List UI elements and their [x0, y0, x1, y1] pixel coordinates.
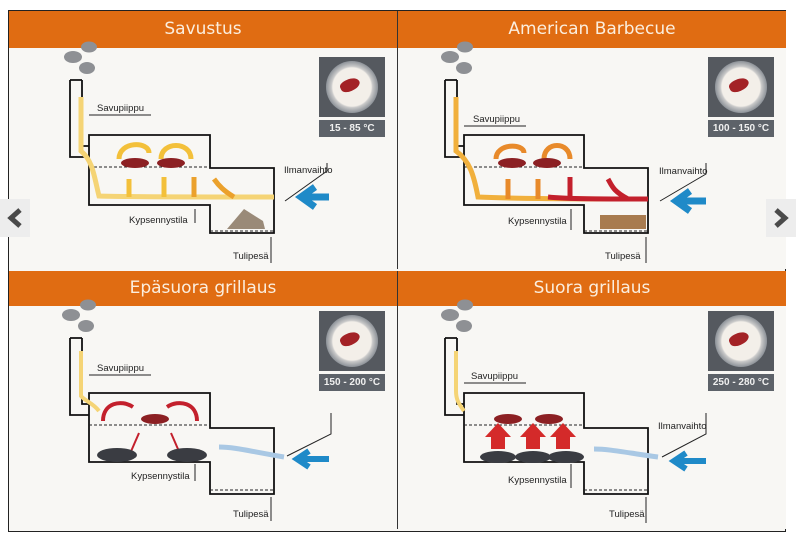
smoker-diagram: Savupiippu Kypsennystila Tulipesä Ilmanv… [64, 41, 333, 263]
label-chimney: Savupiippu [471, 371, 518, 382]
label-chimney: Savupiippu [97, 103, 144, 114]
panel-savustus: Savustus Savupiippu Kypsennystila Tulipe… [9, 11, 398, 269]
thermometer-gauge-icon [708, 57, 774, 117]
thermometer-gauge-icon [319, 57, 385, 117]
thermometer-gauge-icon [708, 311, 774, 371]
smoke-clouds-icon [441, 299, 473, 332]
temperature-range: 250 - 280 °C [708, 374, 774, 391]
thermometer: 100 - 150 °C [708, 57, 774, 137]
thermometer: 250 - 280 °C [708, 311, 774, 391]
wood-chips-icon [227, 209, 265, 229]
heat-flow-arrows [453, 97, 649, 202]
temperature-range: 150 - 200 °C [319, 374, 385, 391]
airflow-arrow-icon [669, 188, 706, 214]
label-firebox: Tulipesä [605, 251, 641, 262]
meat-icon [494, 414, 563, 424]
panel-epasuora-grillaus: Epäsuora grillaus Savupiippu Kypsennysti… [9, 271, 398, 529]
heat-flow-arrows [79, 351, 199, 457]
panel-title: Epäsuora grillaus [9, 271, 397, 306]
airflow-arrow-icon [294, 184, 329, 210]
chevron-left-icon [7, 208, 22, 228]
label-cooking-chamber: Kypsennystila [131, 471, 190, 482]
smoker-modes-grid: Savustus Savupiippu Kypsennystila Tulipe… [8, 10, 786, 532]
label-cooking-chamber: Kypsennystila [508, 475, 567, 486]
panel-title: Savustus [9, 11, 397, 48]
panel-suora-grillaus: Suora grillaus Savupiippu Kypsennystila [398, 271, 786, 529]
smoke-clouds-icon [62, 299, 96, 332]
smoker-diagram: Savupiippu Kypsennystila Tulipesä [62, 299, 332, 521]
airflow-arrow-icon [668, 450, 706, 472]
label-vent: Ilmanvaihto [658, 421, 707, 432]
label-vent: Ilmanvaihto [659, 166, 708, 177]
next-button[interactable] [766, 199, 796, 237]
label-firebox: Tulipesä [609, 509, 645, 520]
thermometer: 15 - 85 °C [319, 57, 385, 137]
thermometer: 150 - 200 °C [319, 311, 385, 391]
panel-american-barbecue: American Barbecue Savupiippu Kypsennysti… [398, 11, 786, 269]
label-cooking-chamber: Kypsennystila [508, 216, 567, 227]
smoker-diagram: Savupiippu Kypsennystila Tulipesä Ilmanv… [441, 299, 707, 523]
label-chimney: Savupiippu [473, 114, 520, 125]
heat-flow-arrows [78, 97, 275, 200]
smoker-diagram: Savupiippu Kypsennystila Tulipesä Ilmanv… [441, 41, 708, 263]
temperature-range: 100 - 150 °C [708, 120, 774, 137]
meat-icon [141, 414, 169, 424]
airflow-arrow-icon [291, 448, 329, 470]
meat-icon [121, 158, 185, 168]
temperature-range: 15 - 85 °C [319, 120, 385, 137]
previous-button[interactable] [0, 199, 30, 237]
smoke-clouds-icon [64, 41, 97, 74]
charcoal-icon [97, 448, 207, 462]
label-vent: Ilmanvaihto [284, 165, 333, 176]
label-cooking-chamber: Kypsennystila [129, 215, 188, 226]
label-firebox: Tulipesä [233, 509, 269, 520]
firewood-icon [600, 215, 646, 229]
chevron-right-icon [774, 208, 789, 228]
label-firebox: Tulipesä [233, 251, 269, 262]
charcoal-icon [480, 451, 584, 463]
heat-flow-arrows [454, 351, 466, 413]
smoke-clouds-icon [441, 41, 473, 74]
smoker-outline [69, 338, 275, 495]
meat-icon [498, 158, 561, 168]
label-chimney: Savupiippu [97, 363, 144, 374]
thermometer-gauge-icon [319, 311, 385, 371]
direct-heat-arrows [485, 423, 576, 449]
